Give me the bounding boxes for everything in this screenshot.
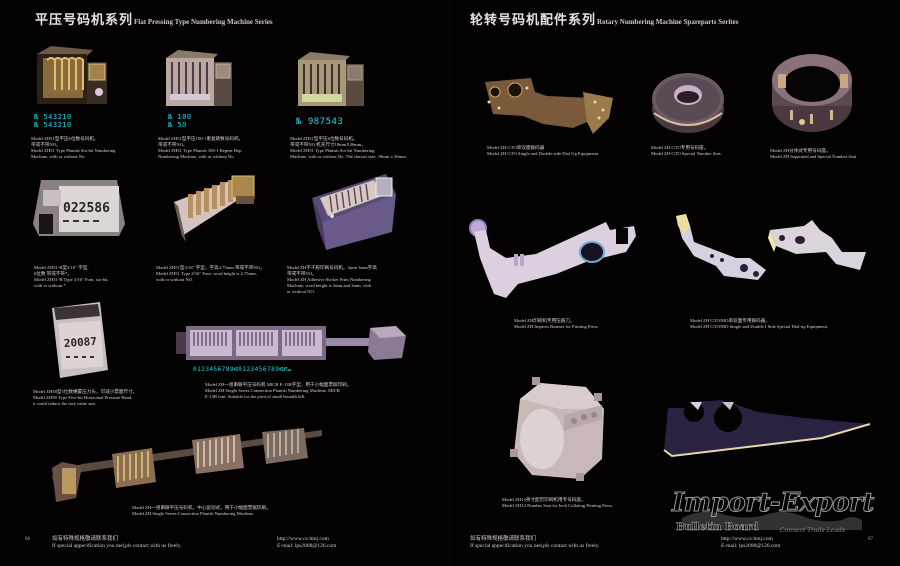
caption-zh14-number-seat: Model ZH14英寸配页印刷机用专号码座。 Model ZH14 Numbe… xyxy=(502,497,614,508)
caption-zh51-chassis: Model ZH51型平压6位数号码机。 带或不带NO,机壳尺寸18mmX36m… xyxy=(290,136,407,159)
right-title-en: Rotary Numbering Machine Spareparts Seri… xyxy=(597,18,739,26)
caption-zh-separated-seat: Model ZH分体式专用号码座。 Model ZH Separated and… xyxy=(770,148,857,159)
email-link[interactable]: E-mail: lps2008@126.com xyxy=(277,543,337,549)
product-image-blade xyxy=(663,400,871,458)
watermark: Import-Export Bulletin Board Connect Tra… xyxy=(672,488,875,548)
lcd-display-zh-micr: 0123456789⑆0123456789⑆⑈⑉ xyxy=(193,366,292,373)
caption-zh-micr: Model ZH一组串联平压号码机 MICR E-13B字型，用于小幅面票据印刷… xyxy=(205,382,352,399)
website-link-right[interactable]: http://www.cs-hmj.com xyxy=(721,536,773,542)
caption-zh51-six-bit: Model ZH51型平压6位数号码机。 带或不带NO。 Model ZH51 … xyxy=(31,136,116,159)
product-image-zh51-six-bit xyxy=(37,46,107,104)
email-link-right[interactable]: E-mail: lps2008@126.com xyxy=(721,543,781,549)
svg-text:022586: 022586 xyxy=(63,201,110,216)
lcd-display-zh51-six-bit: № 543210 № 543210 xyxy=(34,113,72,129)
page-number-right: 07 xyxy=(868,537,873,542)
caption-zh-gto-number-seat: Model ZH GTO专用号码座。 Model ZH GTO Special … xyxy=(651,145,722,156)
contact-info-left: http://www.cs-hmj.com E-mail: lps2008@12… xyxy=(277,536,336,550)
watermark-tagline: Connect Trade Leads xyxy=(780,527,845,534)
caption-zh-gto-dial-up: Model ZH GTO单双面拨码器 Model ZH GTO Single a… xyxy=(487,145,599,156)
contact-note-left: 如有特殊规格敬请联系我们 If special appecification y… xyxy=(52,536,182,549)
product-image-zh-gto-mo-dial-up xyxy=(676,214,866,280)
caption-zh51-repeat-hop: Model ZH51型平压100-1重复跳数号码机。 带或不带NO。 Model… xyxy=(158,136,244,159)
product-image-zh-single-series xyxy=(52,428,322,502)
product-image-zh51-chassis xyxy=(298,52,364,106)
left-page-header: 平压号码机系列 Flat Pressing Type Numbering Mac… xyxy=(35,9,273,28)
svg-text:20087: 20087 xyxy=(63,335,97,350)
page-number-left: 06 xyxy=(25,537,30,542)
product-image-zh58: 20087 xyxy=(52,302,108,378)
product-image-zh-separated-seat xyxy=(772,54,852,132)
website-link[interactable]: http://www.cs-hmj.com xyxy=(277,536,329,542)
product-image-zh51-repeat-hop xyxy=(166,50,232,106)
caption-zh58: Model ZH58型5位数横置压力头，可减小票面尺寸。 Model ZH58 … xyxy=(33,389,138,406)
left-page: 平压号码机系列 Flat Pressing Type Numbering Mac… xyxy=(25,9,407,550)
contact-note-right: 如有特殊规格敬请联系我们 If special appecification y… xyxy=(470,536,600,549)
caption-zh51-font: Model ZH51型3/16" 字型，字高4.75mm 带或不带NO。 Mod… xyxy=(156,265,265,282)
caption-zh-gto-mo-dial-up: Model ZH GTO/MO单双面专用拨码器。 Model ZH GTO/MO… xyxy=(690,318,829,329)
watermark-subtitle: Bulletin Board xyxy=(676,522,759,534)
caption-zh-single-series: Model ZH一组串联平压号码机，中心驱动式，用于小幅面票据印刷。 Model… xyxy=(132,505,271,516)
contact-info-right: http://www.cs-hmj.com E-mail: lps2008@12… xyxy=(721,536,780,550)
left-title-zh: 平压号码机系列 xyxy=(35,13,134,28)
watermark-title: Import-Export xyxy=(672,488,875,519)
right-title-zh: 轮转号码机配件系列 xyxy=(470,13,597,28)
left-title-en: Flat Pressing Type Numbering Machine Ser… xyxy=(134,18,273,26)
product-image-zh-impress-reamer xyxy=(469,219,636,298)
right-page: 轮转号码机配件系列 Rotary Numbering Machine Spare… xyxy=(450,0,900,566)
caption-zh-adhesive: Model ZH不干胶印刷号码机。2mm 3mm字高 带或不带NO。 Model… xyxy=(287,265,377,294)
product-image-zh-gto-number-seat xyxy=(652,73,724,133)
right-page-header: 轮转号码机配件系列 Rotary Numbering Machine Spare… xyxy=(470,9,738,28)
lcd-display-zh51-chassis: № 987543 xyxy=(296,117,344,127)
product-image-zh51-b: 022586 xyxy=(33,180,125,236)
product-image-zh14-number-seat xyxy=(510,377,604,481)
world-map-icon xyxy=(682,511,862,530)
product-image-zh-adhesive xyxy=(312,174,396,250)
product-image-zh51-font xyxy=(174,175,255,242)
product-image-zh-gto-dial-up xyxy=(485,78,613,134)
caption-zh51-b: Model ZH51-B型3/16" 字型, 6位数 带或不带*。 Model … xyxy=(34,265,109,288)
caption-zh-impress-reamer: Model ZH印刷机专用压痕刀。 Model ZH Impress Reame… xyxy=(514,318,598,329)
product-image-zh-micr xyxy=(176,326,406,360)
lcd-display-zh51-repeat-hop: № 100 № 50 xyxy=(168,113,192,129)
